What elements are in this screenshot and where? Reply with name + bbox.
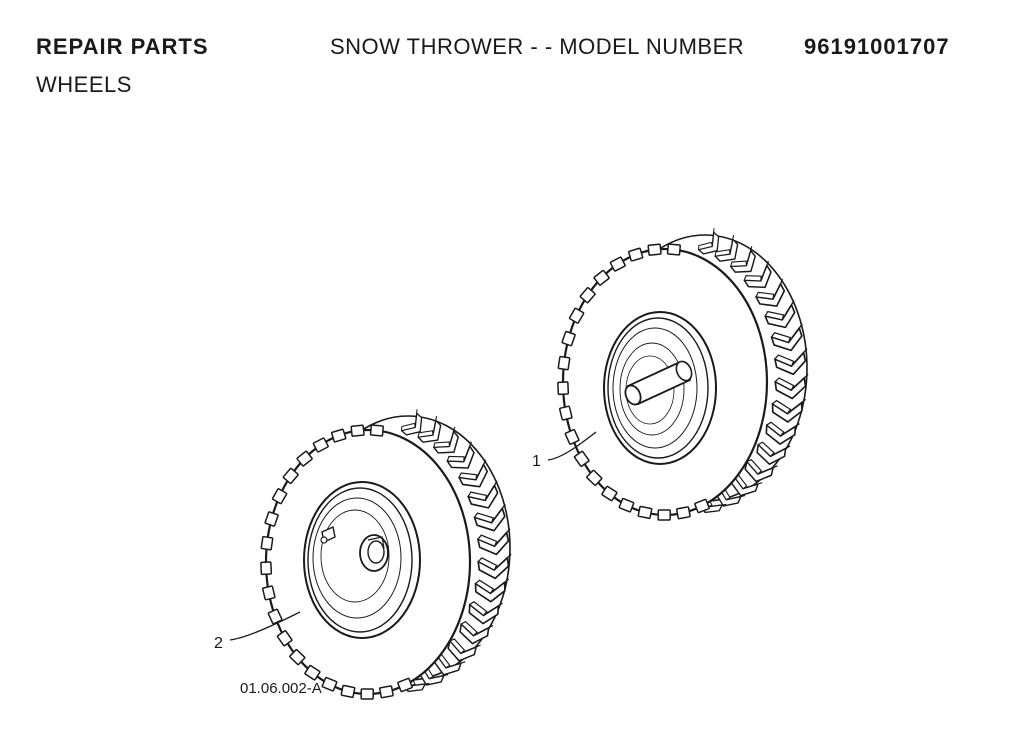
wheel-2-hub [359, 534, 389, 572]
wheel-2-edge-block [378, 685, 394, 699]
page-title: REPAIR PARTS [36, 34, 209, 59]
wheel-2 [260, 408, 516, 700]
wheel-1-edge-block [557, 381, 570, 396]
wheel-1-edge-block [557, 355, 571, 371]
wheel-1 [557, 227, 813, 521]
wheel-1-edge-block [657, 509, 671, 521]
callout-2: 2 [214, 611, 301, 652]
wheel-2-edge-block [340, 684, 356, 699]
wheel-2-rim [303, 481, 421, 639]
wheel-1-edge-block [666, 243, 682, 256]
wheel-2-edge-block [260, 535, 274, 551]
drawing-code: 01.06.002-A [240, 680, 322, 697]
callout-2-label: 2 [214, 635, 223, 652]
wheel-1-edge-block [675, 506, 691, 520]
callout-1: 1 [532, 431, 597, 470]
wheel-1-rim [603, 311, 717, 465]
wheel-1-axle [624, 360, 693, 406]
wheel-1-edge-block [637, 505, 653, 520]
model-number: 96191001707 [804, 34, 950, 59]
model-label: SNOW THROWER - - MODEL NUMBER [330, 34, 745, 59]
wheel-2-edge-block [360, 688, 374, 700]
wheel-1-edge-block [647, 243, 662, 257]
wheel-2-edge-block [350, 424, 365, 438]
wheel-2-edge-block [261, 585, 276, 601]
wheel-2-edge-block [369, 424, 385, 437]
section-title: WHEELS [36, 72, 132, 97]
wheel-2-valve-stem [320, 525, 336, 544]
wheel-2-edge-block [260, 561, 273, 576]
wheel-1-edge-block [558, 405, 573, 421]
callout-1-label: 1 [532, 453, 541, 470]
